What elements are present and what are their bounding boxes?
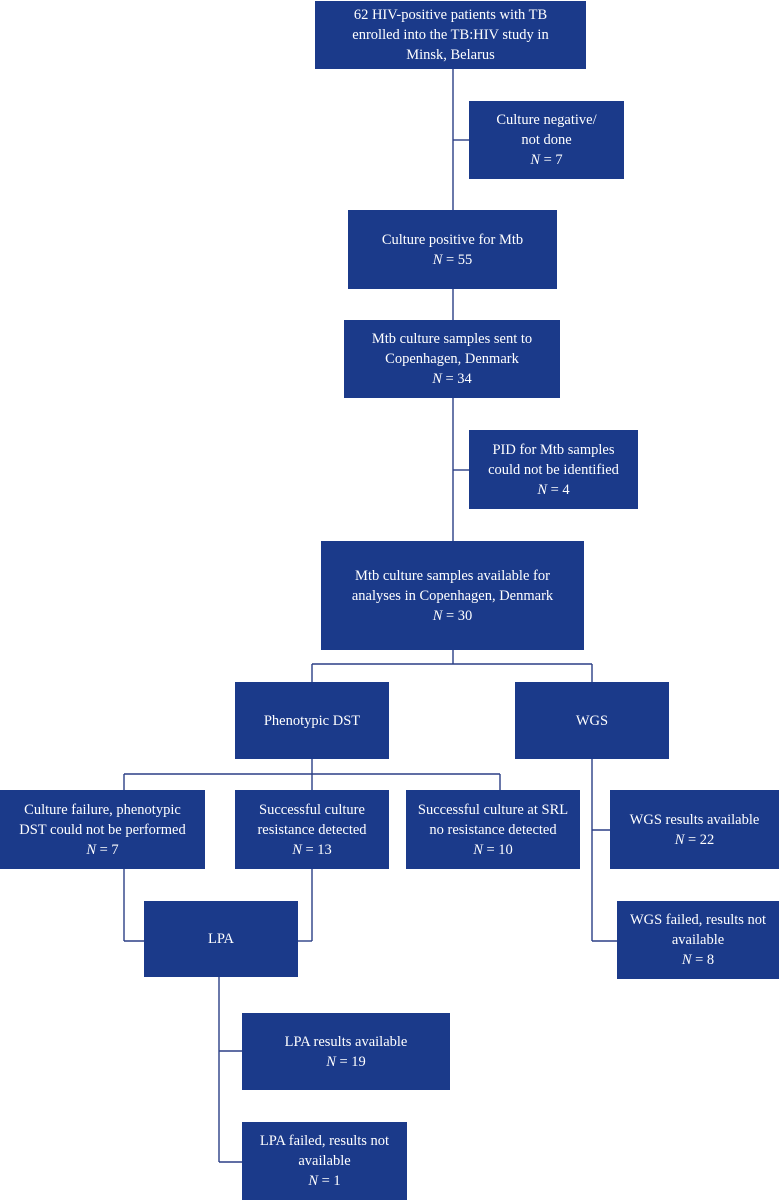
- resistance-count: N = 13: [292, 841, 332, 858]
- resistance-line-1: Successful culture: [259, 801, 365, 818]
- culture-negative-count: N = 7: [530, 152, 563, 168]
- culture-failure-line-2: DST could not be performed: [19, 821, 186, 838]
- box-wgs: WGS: [515, 682, 669, 759]
- box-lpa-available: LPA results available N = 19: [242, 1013, 450, 1090]
- lpa-available-line-1: LPA results available: [284, 1033, 408, 1050]
- box-culture-negative: Culture negative/ not done N = 7: [469, 101, 624, 179]
- wgs-label: WGS: [575, 712, 609, 729]
- culture-negative-line-2: not done: [521, 132, 572, 148]
- no-resistance-count: N = 10: [473, 841, 513, 858]
- lpa-label: LPA: [207, 931, 235, 947]
- box-lpa: LPA: [144, 901, 298, 977]
- pid-line-1: PID for Mtb samples: [492, 441, 615, 458]
- available-line-1: Mtb culture samples available for: [355, 567, 550, 584]
- wgs-failed-line-1: WGS failed, results not: [629, 912, 767, 928]
- box-resistance-detected: Successful culture resistance detected N…: [235, 790, 389, 869]
- box-wgs-available: WGS results available N = 22: [610, 790, 779, 869]
- culture-failure-count: N = 7: [86, 841, 119, 858]
- box-no-resistance: Successful culture at SRL no resistance …: [406, 790, 580, 869]
- box-culture-failure: Culture failure, phenotypic DST could no…: [0, 790, 205, 869]
- box-available-analyses: Mtb culture samples available for analys…: [321, 541, 584, 650]
- pid-line-2: could not be identified: [488, 461, 619, 478]
- lpa-failed-line-2: available: [298, 1153, 351, 1169]
- sent-line-1: Mtb culture samples sent to: [371, 331, 533, 347]
- pid-count: N = 4: [537, 481, 570, 498]
- lpa-available-count: N = 19: [326, 1053, 366, 1070]
- sent-count: N = 34: [432, 371, 472, 387]
- available-count: N = 30: [432, 607, 473, 624]
- lpa-failed-count: N = 1: [308, 1173, 341, 1189]
- box-pid-unidentified: PID for Mtb samples could not be identif…: [469, 430, 638, 509]
- wgs-available-count: N = 22: [674, 831, 715, 848]
- culture-positive-count: N = 55: [432, 251, 473, 268]
- wgs-available-line-1: WGS results available: [629, 811, 760, 828]
- culture-negative-line-1: Culture negative/: [496, 112, 597, 128]
- box-enrolled: 62 HIV-positive patients with TB enrolle…: [315, 1, 586, 69]
- enrolled-line-2: enrolled into the TB:HIV study in: [352, 27, 549, 43]
- enrolled-line-3: Minsk, Belarus: [406, 47, 495, 63]
- available-line-2: analyses in Copenhagen, Denmark: [351, 587, 554, 604]
- box-culture-positive: Culture positive for Mtb N = 55: [348, 210, 557, 289]
- resistance-line-2: resistance detected: [257, 821, 367, 838]
- box-wgs-failed: WGS failed, results not available N = 8: [617, 901, 779, 979]
- no-resistance-line-1: Successful culture at SRL: [417, 801, 569, 818]
- box-phenotypic-dst: Phenotypic DST: [235, 682, 389, 759]
- sent-line-2: Copenhagen, Denmark: [385, 351, 519, 367]
- phenotypic-dst-label: Phenotypic DST: [263, 712, 361, 729]
- enrolled-line-1: 62 HIV-positive patients with TB: [353, 7, 548, 23]
- culture-positive-line-1: Culture positive for Mtb: [381, 231, 524, 248]
- culture-failure-line-1: Culture failure, phenotypic: [24, 801, 181, 818]
- box-lpa-failed: LPA failed, results not available N = 1: [242, 1122, 407, 1200]
- no-resistance-line-2: no resistance detected: [429, 821, 557, 838]
- box-sent-copenhagen: Mtb culture samples sent to Copenhagen, …: [344, 320, 560, 398]
- wgs-failed-count: N = 8: [681, 952, 715, 968]
- lpa-failed-line-1: LPA failed, results not: [259, 1133, 390, 1149]
- wgs-failed-line-2: available: [671, 932, 725, 948]
